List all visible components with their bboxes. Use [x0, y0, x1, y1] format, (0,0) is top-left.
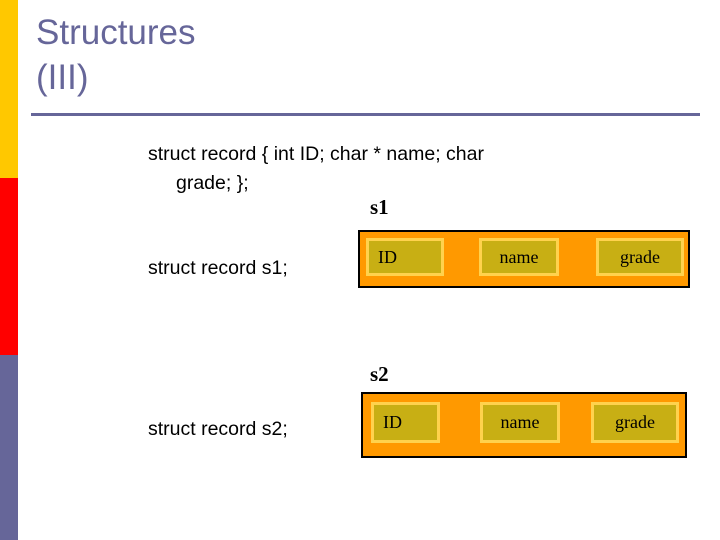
title-divider [31, 113, 700, 116]
struct-label-s1: s1 [370, 195, 389, 219]
variable-declaration-s2: struct record s2; [148, 418, 288, 440]
struct-declaration-line2: grade; }; [176, 172, 249, 194]
sidebar-band-gold [0, 0, 18, 178]
sidebar-band-purple [0, 355, 18, 540]
struct-label-s2: s2 [370, 362, 389, 386]
struct-field-grade-s1: grade [596, 238, 684, 276]
sidebar-band-red [0, 178, 18, 355]
struct-field-id-s2: ID [371, 402, 440, 443]
variable-declaration-s1: struct record s1; [148, 257, 288, 279]
page-title: Structures (III) [36, 13, 196, 97]
struct-field-name-s2: name [480, 402, 560, 443]
struct-declaration: struct record { int ID; char * name; cha… [148, 140, 648, 198]
struct-box-s1: ID name grade [358, 230, 690, 288]
struct-field-id-s1: ID [366, 238, 444, 276]
struct-box-s2: ID name grade [361, 392, 687, 458]
decorative-sidebar [0, 0, 18, 540]
struct-field-grade-s2: grade [591, 402, 679, 443]
struct-declaration-line1: struct record { int ID; char * name; cha… [148, 143, 484, 165]
struct-field-name-s1: name [479, 238, 559, 276]
